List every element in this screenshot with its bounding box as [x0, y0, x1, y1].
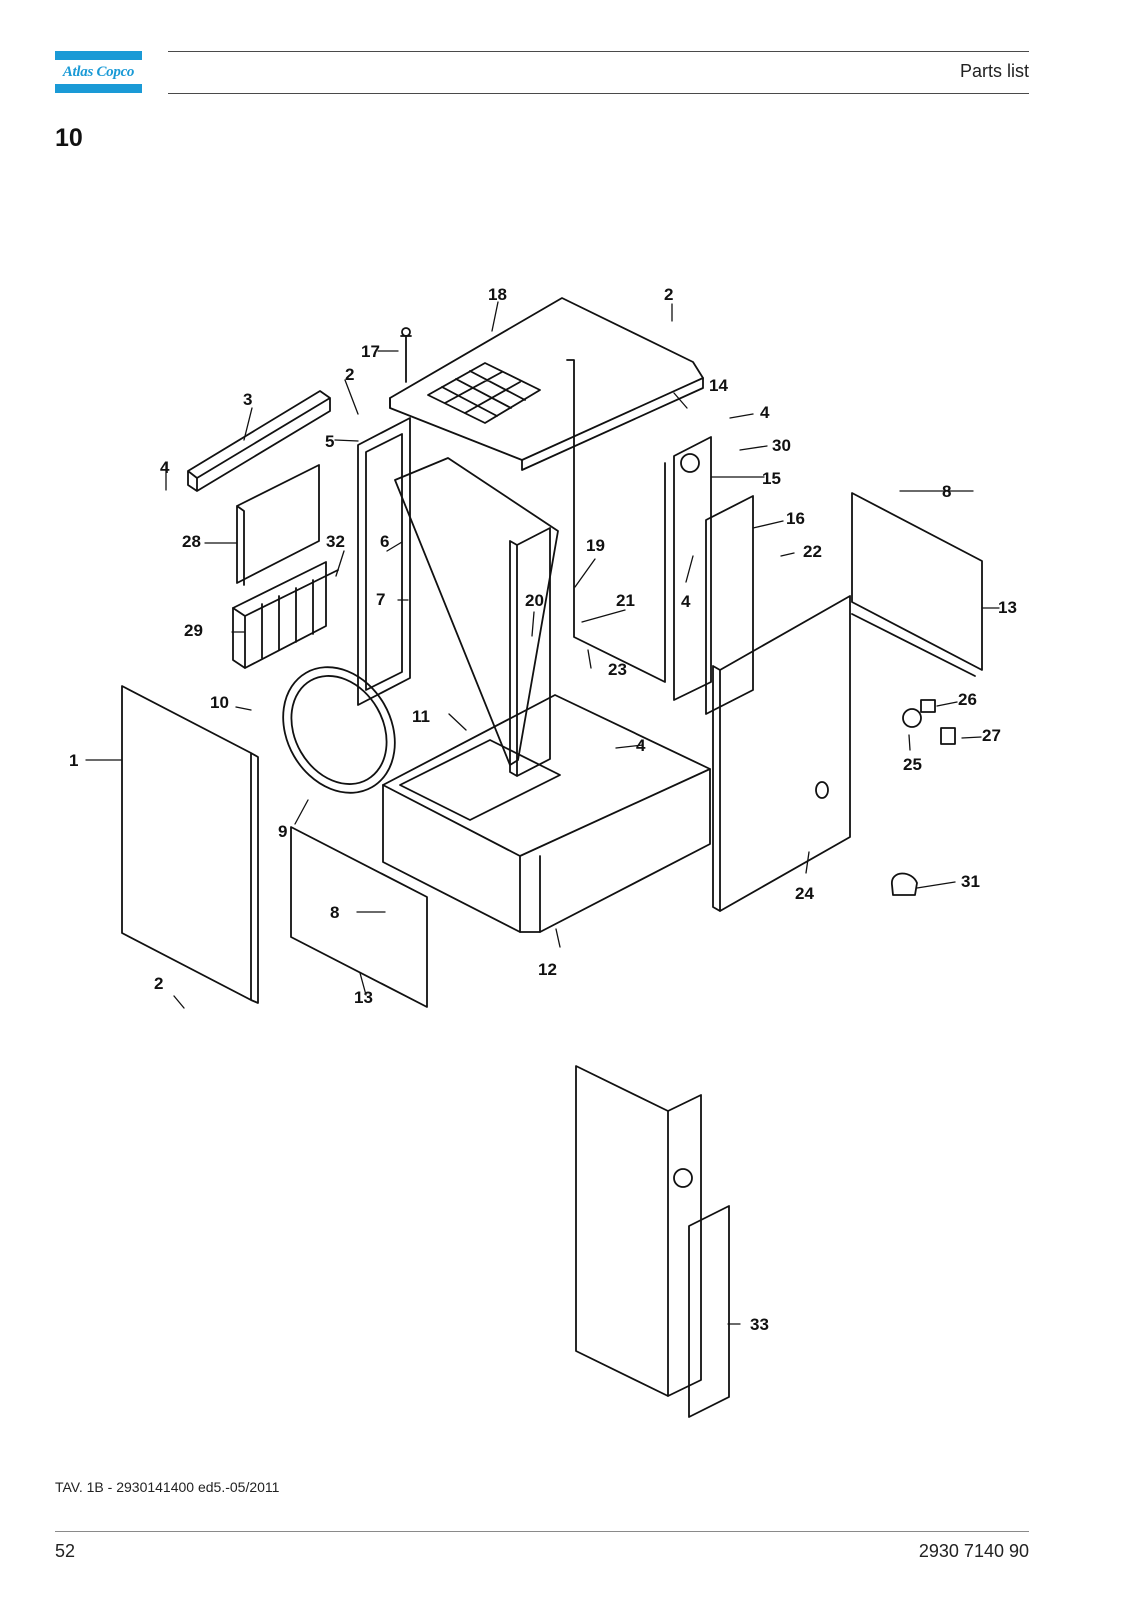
logo-bottom-bar [55, 84, 142, 93]
header-rule-bottom [168, 93, 1029, 94]
callout-4: 4 [681, 592, 691, 611]
part-fan-ring [282, 666, 396, 794]
callout-24: 24 [795, 884, 814, 903]
callout-1: 1 [69, 751, 78, 770]
part-column [509, 527, 551, 777]
callout-3: 3 [243, 390, 252, 409]
callout-32: 32 [326, 532, 345, 551]
document-number: 2930 7140 90 [918, 1541, 1029, 1561]
callout-27: 27 [982, 726, 1001, 745]
callout-14: 14 [709, 376, 728, 395]
part-duct [394, 457, 559, 766]
page-number: 52 [55, 1541, 76, 1561]
callout-25: 25 [903, 755, 922, 774]
callout-10: 10 [210, 693, 229, 712]
part-base-frame [382, 694, 711, 933]
part-lower-panel [290, 826, 428, 1008]
callout-22: 23 [608, 660, 627, 679]
logo-top-bar [55, 51, 142, 60]
callout-2: 2 [664, 285, 673, 304]
callout-23: 22 [803, 542, 822, 561]
callout-5: 5 [325, 432, 334, 451]
part-bolt-17 [400, 335, 412, 383]
callout-18: 18 [488, 285, 507, 304]
callout-4: 4 [760, 403, 770, 422]
part-filter-pad [236, 464, 320, 586]
document-reference: TAV. 1B - 2930141400 ed5.-05/2011 [55, 1479, 280, 1495]
logo-wordmark: Atlas Copco [62, 64, 135, 80]
callout-8: 8 [330, 903, 339, 922]
part-side-frame [357, 417, 411, 706]
part-top-rail [187, 390, 331, 492]
part-roof-panel [389, 297, 704, 471]
callout-15: 15 [762, 469, 781, 488]
callout-30: 30 [772, 436, 791, 455]
part-inset-frame [575, 1065, 730, 1418]
part-grid-cover [232, 561, 339, 669]
header-rule-top [168, 51, 1029, 52]
callout-2: 2 [345, 365, 354, 384]
part-right-panel [851, 492, 983, 677]
callout-4: 4 [636, 736, 646, 755]
callout-19: 20 [525, 591, 544, 610]
callout-8: 8 [942, 482, 951, 501]
callout-16: 16 [786, 509, 805, 528]
callout-33: 33 [750, 1315, 769, 1334]
callout-21: 21 [616, 591, 635, 610]
callout-13: 13 [354, 988, 373, 1007]
part-rear-frame [566, 359, 712, 701]
part-lock [902, 708, 922, 728]
section-number: 10 [55, 124, 83, 152]
callout-11: 11 [412, 707, 430, 726]
callout-9: 9 [278, 822, 287, 841]
callout-29: 29 [184, 621, 203, 640]
callout-2: 2 [154, 974, 163, 993]
part-side-panel [121, 685, 259, 1004]
page-title: Parts list [959, 61, 1029, 81]
callout-13: 13 [998, 598, 1017, 617]
part-clip [891, 872, 918, 896]
callout-7: 7 [376, 590, 385, 609]
callout-12: 12 [538, 960, 557, 979]
callout-4: 4 [160, 458, 170, 477]
footer-rule [55, 1531, 1029, 1532]
callout-28: 28 [182, 532, 201, 551]
callout-26: 26 [958, 690, 977, 709]
callout-17: 17 [361, 342, 380, 361]
part-door-panel [712, 595, 851, 912]
callout-6: 6 [380, 532, 389, 551]
callout-31: 31 [961, 872, 980, 891]
callout-20: 19 [586, 536, 605, 555]
part-control-plate [705, 495, 754, 715]
atlas-copco-logo: Atlas Copco [55, 49, 142, 95]
